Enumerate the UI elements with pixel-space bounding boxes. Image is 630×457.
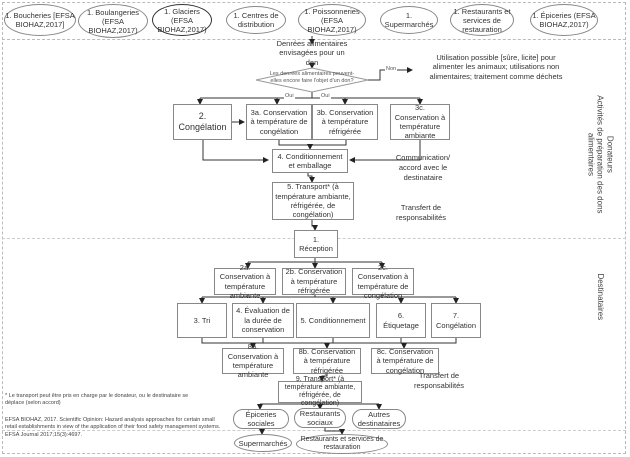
donor-boulangeries: 1. Boulangeries (EFSA BIOHAZ,2017) xyxy=(78,4,148,38)
donor-supermarches: 1. Supermarchés xyxy=(380,6,438,34)
footnote: * Le transport peut être pris en charge … xyxy=(5,393,189,407)
recipient-restaurants-services: Restaurants et services de restauration xyxy=(296,434,388,454)
step-3a-storage-frozen: 3a. Conservation à température de congél… xyxy=(246,104,312,140)
donor-boucheries: 1. Boucheries [EFSA BIOHAZ,2017] xyxy=(4,4,76,36)
step-2a-storage-ambient: 2a. Conservation à température ambiante xyxy=(214,263,276,300)
no-label: Non xyxy=(385,66,398,72)
step-transport-9: 9. Transport* (à température ambiante, r… xyxy=(278,376,362,407)
lane-label-donors: Donateurs Activités de préparation des d… xyxy=(586,95,615,214)
decision-diamond xyxy=(255,67,369,93)
step-3b-storage-chilled: 3b. Conservation à température réfrigéré… xyxy=(312,104,378,140)
doc-transfert-1: Transfert de responsabilités xyxy=(390,200,452,230)
donor-epiceries: 1. Épiceries (EFSA BIOHAZ,2017) xyxy=(530,4,598,36)
step-2b-storage-chilled: 2b. Conservation à température réfrigéré… xyxy=(282,267,346,295)
donor-centres-distribution: 1. Centres de distribution xyxy=(226,6,286,34)
reference: EFSA BIOHAZ, 2017. Scientific Opinion: H… xyxy=(5,417,221,438)
step-8c-storage-frozen: 8c. Conservation à température de congél… xyxy=(371,347,439,375)
donor-poissonneries: 1. Poissonneries (EFSA BIOHAZ,2017) xyxy=(298,4,366,36)
recipient-supermarches: Supermarchés xyxy=(234,434,292,452)
doc-communication: Communication/ accord avec le destinatai… xyxy=(392,150,454,182)
step-congelation: 2. Congélation xyxy=(173,104,232,140)
recipient-restaurants-sociaux: Restaurants sociaux xyxy=(294,408,346,428)
doc-transfert-2: Transfert de responsabilités xyxy=(410,368,468,400)
step-2c-storage-frozen: 2c. Conservation à température de congél… xyxy=(352,263,414,300)
donor-restaurants: 1. Restaurants et services de restaurati… xyxy=(450,4,514,36)
lane-label-recipients: Destinataires xyxy=(595,273,605,321)
step-reception: 1. Réception xyxy=(294,230,338,258)
alternative-use: Utilisation possible [sûre, licite] pour… xyxy=(422,52,570,82)
step-8a-storage-ambient: 8a. Conservation à température ambiante xyxy=(222,342,284,379)
decision-question: Les denrées alimentaires peuvent-elles e… xyxy=(269,71,355,84)
step-3c-storage-ambient: 3c. Conservation à température ambiante xyxy=(390,103,450,140)
step-8b-storage-chilled: 8b. Conservation à température réfrigéré… xyxy=(293,347,361,375)
diagram-frame xyxy=(2,2,626,454)
yes-label-2: Oui xyxy=(320,93,331,99)
bottom-separator xyxy=(2,430,626,431)
step-congelation-7: 7. Congélation xyxy=(431,303,481,338)
step-evaluation: 4. Évaluation de la durée de conservatio… xyxy=(232,303,294,338)
step-transport-5: 5. Transport* (à température ambiante, r… xyxy=(272,182,354,220)
step-tri: 3. Tri xyxy=(177,303,227,338)
step-etiquetage: 6. Étiquetage xyxy=(376,303,426,338)
recipient-epiceries-sociales: Épiceries sociales xyxy=(233,409,289,429)
food-input: Denrées alimentaires envisagées pour un … xyxy=(272,39,352,67)
step-conditionnement: 5. Conditionnement xyxy=(296,303,370,338)
step-packaging: 4. Conditionnement et emballage xyxy=(272,149,348,173)
recipient-autres: Autres destinataires xyxy=(352,409,406,429)
yes-label-1: Oui xyxy=(284,93,295,99)
donor-glaciers: 1. Glaciers (EFSA BIOHAZ,2017) xyxy=(152,4,212,36)
